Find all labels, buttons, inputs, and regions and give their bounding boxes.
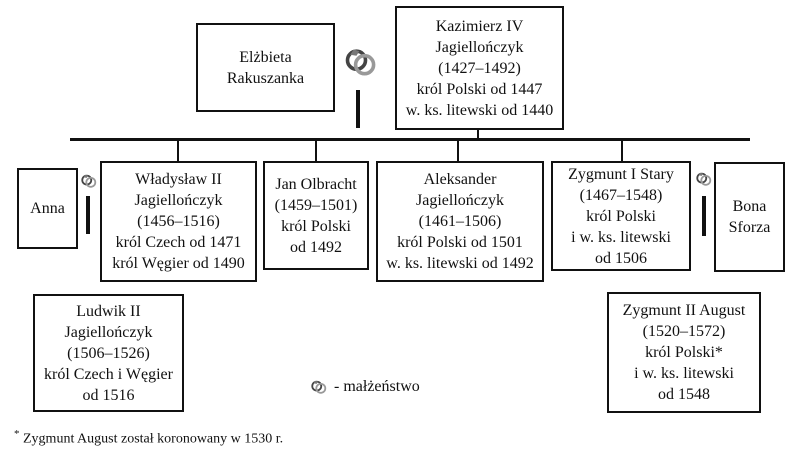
footnote-marker: * [14, 428, 20, 440]
person-name: Jagiellończyk [435, 38, 524, 56]
person-name: Jagiellończyk [416, 192, 504, 209]
person-title: w. ks. litewski od 1492 [386, 255, 534, 272]
connector [621, 140, 623, 161]
marriage-line [356, 90, 360, 128]
legend-label: - małżeństwo [334, 378, 420, 395]
person-zygmunt-i-stary: Zygmunt I Stary (1467–1548) król Polski … [551, 161, 691, 271]
person-name: Zygmunt I Stary [568, 165, 674, 183]
marriage-line [86, 196, 90, 234]
connector [477, 130, 479, 139]
person-name: Jan Olbracht [275, 175, 357, 193]
person-name: Kazimierz IV [435, 17, 524, 35]
person-dates: (1467–1548) [579, 186, 663, 204]
person-title: król Polski od 1447 [416, 80, 543, 98]
person-title: w. ks. litewski od 1440 [405, 101, 554, 119]
person-title: i w. ks. litewski [571, 228, 671, 246]
person-kazimierz-iv: Kazimierz IV Jagiellończyk (1427–1492) k… [395, 6, 564, 130]
wedding-rings-icon [343, 44, 379, 80]
person-dates: (1456–1516) [137, 213, 220, 230]
person-dates: (1506–1526) [67, 344, 150, 362]
person-name: Aleksander [423, 171, 497, 188]
person-title: od 1492 [290, 238, 342, 256]
person-dates: (1461–1506) [418, 213, 502, 230]
person-ludwik-ii: Ludwik II Jagiellończyk (1506–1526) król… [33, 294, 184, 412]
person-title: król Polski* [645, 344, 723, 361]
person-name: Władysław II [135, 171, 222, 188]
person-name: Bona [732, 198, 767, 215]
person-name: Ludwik II [76, 302, 141, 320]
person-title: od 1516 [82, 386, 135, 404]
person-name: Jagiellończyk [134, 192, 223, 209]
connector [457, 140, 459, 161]
descendants-line [70, 138, 750, 141]
legend: - małżeństwo [310, 378, 420, 396]
person-title: król Czech i Węgier [44, 365, 173, 383]
person-name: Anna [30, 200, 65, 217]
person-title: król Polski [281, 217, 351, 235]
marriage-line [702, 196, 706, 236]
person-name: Zygmunt II August [622, 302, 746, 319]
person-dates: (1520–1572) [642, 323, 726, 340]
person-elzbieta-rakuszanka: Elżbieta Rakuszanka [196, 23, 335, 112]
wedding-rings-icon [80, 172, 98, 190]
person-wladyslaw-ii: Władysław II Jagiellończyk (1456–1516) k… [100, 161, 257, 282]
wedding-rings-icon [695, 170, 713, 188]
person-name: Jagiellończyk [64, 323, 153, 341]
person-dates: (1427–1492) [438, 59, 521, 77]
person-title: król Czech od 1471 [115, 234, 242, 251]
footnote-text: Zygmunt August został koronowany w 1530 … [23, 431, 284, 447]
person-bona-sforza: Bona Sforza [714, 162, 785, 272]
person-jan-olbracht: Jan Olbracht (1459–1501) król Polski od … [263, 161, 369, 270]
connector [315, 140, 317, 161]
person-name: Sforza [728, 219, 771, 236]
person-dates: (1459–1501) [274, 196, 358, 214]
person-name: Rakuszanka [226, 69, 305, 87]
person-title: król Polski od 1501 [397, 234, 523, 251]
person-name: Elżbieta [239, 48, 292, 66]
person-zygmunt-ii-august: Zygmunt II August (1520–1572) król Polsk… [607, 292, 761, 413]
wedding-rings-icon [310, 378, 328, 396]
person-title: król Polski [586, 207, 656, 225]
person-title: i w. ks. litewski [634, 365, 734, 382]
person-title: od 1548 [658, 386, 710, 403]
footnote: * Zygmunt August został koronowany w 153… [14, 428, 283, 448]
person-aleksander: Aleksander Jagiellończyk (1461–1506) kró… [376, 161, 544, 282]
person-title: od 1506 [595, 249, 647, 267]
person-title: król Węgier od 1490 [112, 255, 245, 272]
connector [177, 140, 179, 161]
person-anna: Anna [17, 168, 78, 249]
